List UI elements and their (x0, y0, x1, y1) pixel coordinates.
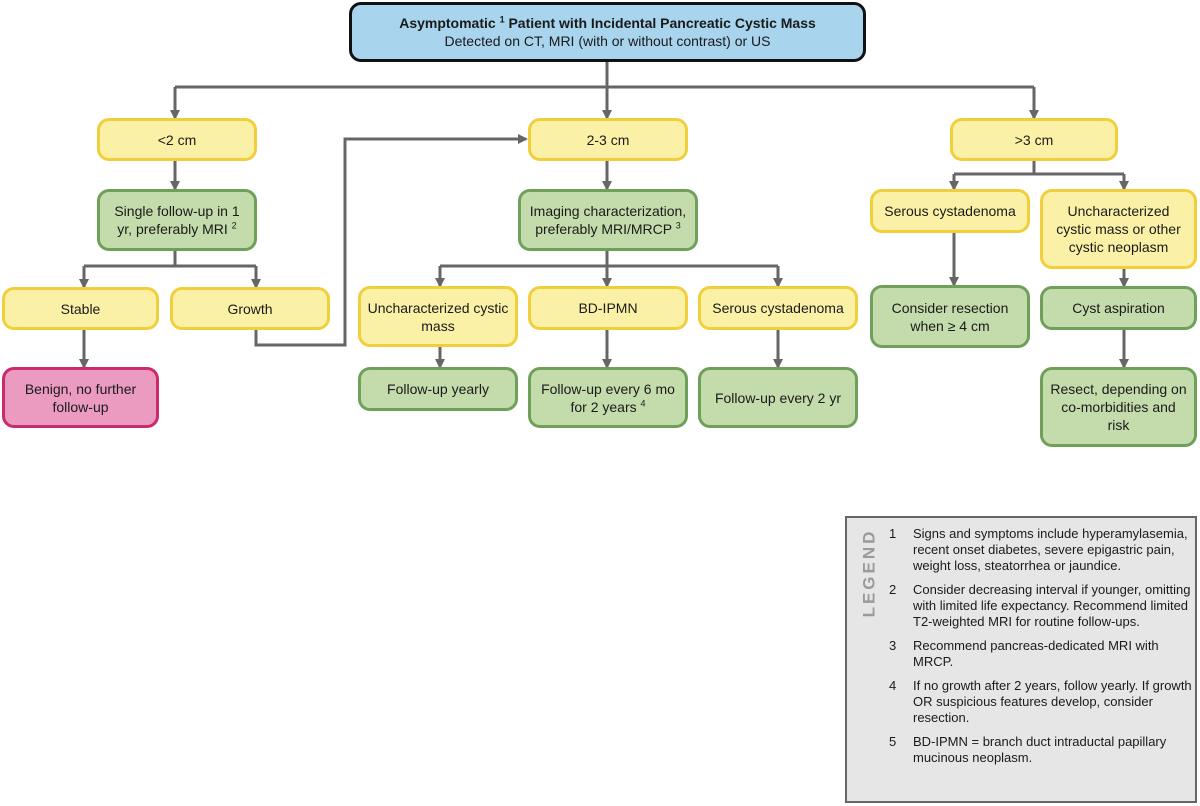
followup-yearly-node: Follow-up yearly (358, 367, 518, 411)
legend-title-text: LEGEND (859, 528, 878, 618)
footnote-ref-4: 4 (640, 397, 646, 408)
resect-node: Resect, depending on co-morbidities and … (1040, 367, 1197, 447)
legend-note-2-text: Consider decreasing interval if younger,… (913, 582, 1191, 629)
legend-note-3-text: Recommend pancreas-dedicated MRI with MR… (913, 638, 1159, 669)
size-lt2-node: <2 cm (97, 118, 257, 161)
size-2-3-node: 2-3 cm (528, 118, 688, 161)
legend-note-3-number: 3 (889, 638, 897, 653)
legend-note-2-number: 2 (889, 582, 897, 597)
start-node-title: Asymptomatic 1 Patient with Incidental P… (399, 14, 816, 32)
legend-note-4-number: 4 (889, 678, 897, 693)
legend-note-4: 4 If no growth after 2 years, follow year… (889, 678, 1194, 726)
legend-note-3: 3 Recommend pancreas-dedicated MRI with M… (889, 638, 1194, 670)
followup-2yr-node: Follow-up every 2 yr (698, 367, 858, 428)
legend-panel: LEGEND 1 Signs and symptoms include hyper… (845, 516, 1197, 803)
followup-6mo-text: Follow-up every 6 mo for 2 years (541, 380, 675, 415)
legend-note-5-number: 5 (889, 734, 897, 749)
imaging-characterization-text: Imaging characterization, preferably MRI… (529, 203, 687, 237)
legend-note-5-text: BD-IPMN = branch duct intraductal papill… (913, 734, 1167, 765)
legend-notes: 1 Signs and symptoms include hyperamylase… (889, 526, 1194, 774)
start-title-b: Patient with Incidental Pancreatic Cysti… (508, 15, 816, 31)
legend-note-4-text: If no growth after 2 years, follow yearl… (913, 678, 1192, 725)
footnote-ref-1: 1 (499, 14, 505, 25)
benign-node: Benign, no further follow-up (2, 367, 159, 428)
single-followup-node: Single follow-up in 1 yr, preferably MRI… (97, 189, 257, 251)
legend-note-5: 5 BD-IPMN = branch duct intraductal papil… (889, 734, 1194, 766)
footnote-ref-2: 2 (231, 220, 237, 231)
uncharacterized-gt3-node: Uncharacterized cystic mass or other cys… (1040, 189, 1197, 269)
followup-6mo-node: Follow-up every 6 mo for 2 years 4 (528, 367, 688, 428)
consider-resection-node: Consider resection when ≥ 4 cm (870, 285, 1030, 348)
uncharacterized-mid-node: Uncharacterized cystic mass (358, 286, 518, 347)
legend-note-1: 1 Signs and symptoms include hyperamylase… (889, 526, 1194, 574)
serous-mid-node: Serous cystadenoma (698, 286, 858, 330)
single-followup-text: Single follow-up in 1 yr, preferably MRI (114, 203, 240, 237)
start-node-subtitle: Detected on CT, MRI (with or without con… (444, 33, 771, 49)
stable-node: Stable (2, 287, 159, 330)
legend-title: LEGEND (851, 518, 887, 628)
legend-note-2: 2 Consider decreasing interval if younger… (889, 582, 1194, 630)
serous-gt3-node: Serous cystadenoma (870, 189, 1030, 233)
legend-note-1-number: 1 (889, 526, 897, 541)
imaging-characterization-node: Imaging characterization, preferably MRI… (518, 189, 698, 251)
bd-ipmn-node: BD-IPMN (528, 286, 688, 330)
size-gt3-node: >3 cm (950, 118, 1118, 161)
start-node: Asymptomatic 1 Patient with Incidental P… (349, 2, 866, 62)
start-title-a: Asymptomatic (399, 15, 496, 31)
connector-growth-to-mid (254, 134, 528, 347)
cyst-aspiration-node: Cyst aspiration (1040, 286, 1197, 330)
legend-note-1-text: Signs and symptoms include hyperamylasem… (913, 526, 1188, 573)
footnote-ref-3: 3 (675, 220, 681, 231)
growth-node: Growth (170, 287, 330, 330)
